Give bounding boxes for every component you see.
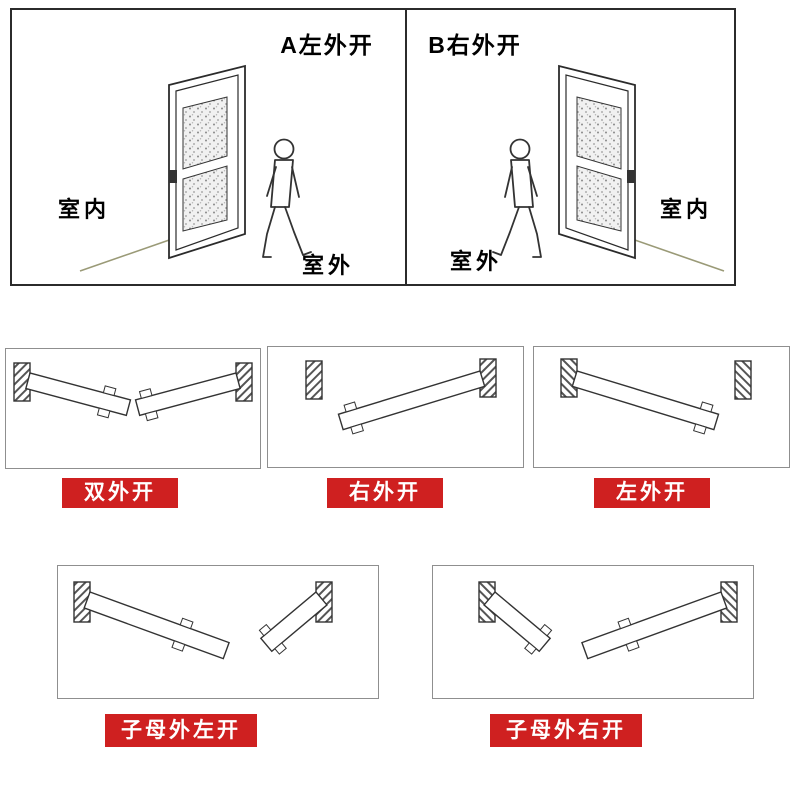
mother-child-right-label: 子母外右开 xyxy=(490,714,642,747)
label-indoor-left: 室内 xyxy=(58,197,111,222)
mother-child-right-panel xyxy=(432,565,754,699)
mother-child-left-panel xyxy=(57,565,379,699)
scene-b-title: B右外开 xyxy=(428,32,522,58)
mother-child-left-label: 子母外左开 xyxy=(105,714,257,747)
scene-panel: A左外开 B右外开 室内 室外 室外 室内 xyxy=(10,8,736,286)
right-outward-panel xyxy=(267,346,524,468)
label-outdoor-left: 室外 xyxy=(302,253,355,278)
double-outward-label: 双外开 xyxy=(62,478,178,508)
left-outward-panel xyxy=(533,346,790,468)
scene-a-title: A左外开 xyxy=(280,32,374,58)
mother-child-left-diagram xyxy=(73,581,333,660)
label-indoor-right: 室内 xyxy=(660,197,713,222)
label-outdoor-right: 室外 xyxy=(450,249,503,274)
left-outward-diagram xyxy=(560,358,752,437)
left-outward-label: 左外开 xyxy=(594,478,710,508)
right-outward-label: 右外开 xyxy=(327,478,443,508)
double-outward-panel xyxy=(5,348,261,469)
mother-child-right-diagram xyxy=(478,581,738,666)
right-outward-diagram xyxy=(305,358,497,435)
double-outward-diagram xyxy=(13,362,253,422)
scene-divider-line xyxy=(405,10,407,284)
